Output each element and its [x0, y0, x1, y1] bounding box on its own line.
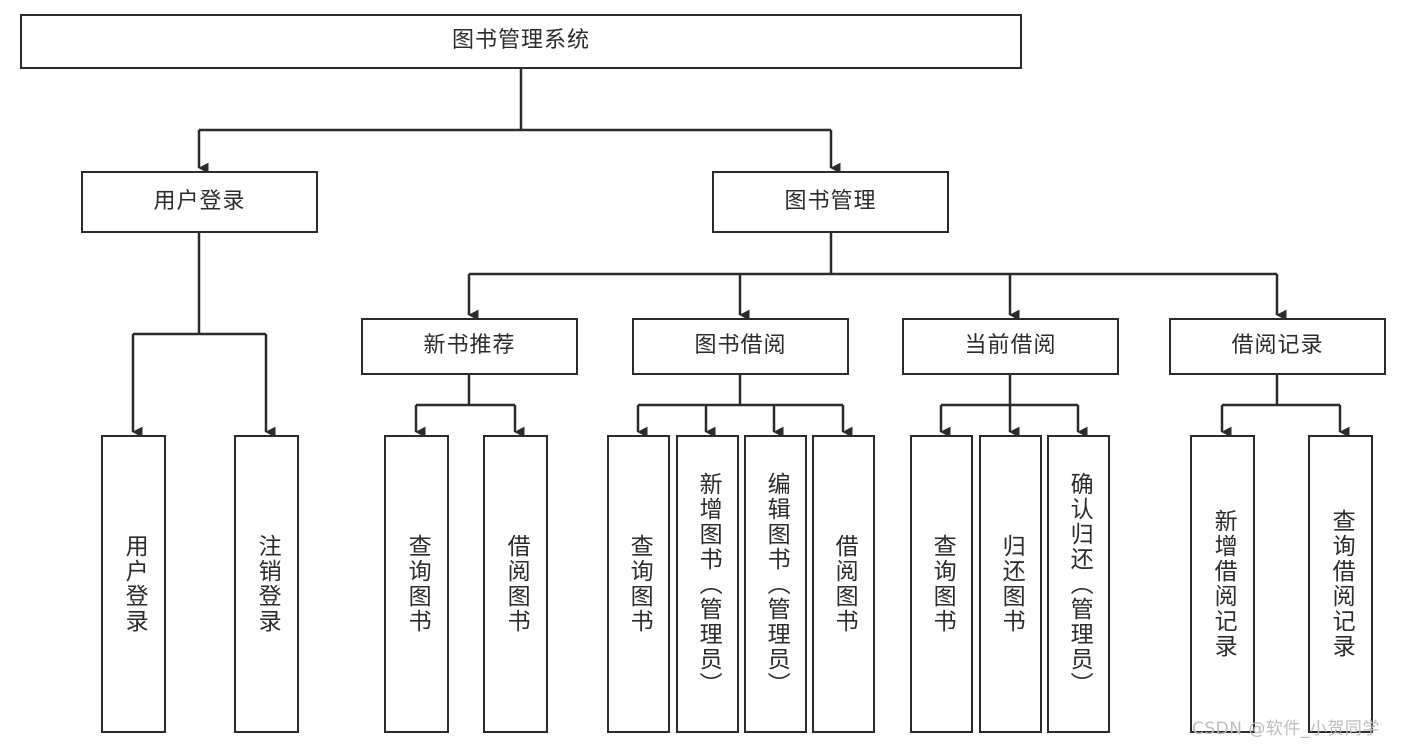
node-leaf-label: 查询图书 [404, 534, 431, 634]
node-leaf-user-login-logout[interactable]: 注销登录 [234, 435, 299, 733]
node-leaf-current-confirm-return-admin[interactable]: 确认归还（管理员） [1047, 435, 1110, 733]
node-leaf-label: 归还图书 [998, 534, 1025, 634]
node-leaf-label: 注销登录 [254, 534, 281, 634]
node-book-borrow[interactable]: 图书借阅 [632, 318, 849, 375]
node-current-borrow-label: 当前借阅 [964, 333, 1057, 359]
node-user-login-label: 用户登录 [153, 188, 246, 214]
node-leaf-label: 查询借阅记录 [1328, 509, 1355, 659]
node-leaf-label: 用户登录 [121, 534, 148, 634]
node-root-label: 图书管理系统 [451, 28, 590, 54]
csdn-watermark: CSDN @软件_小贺同学 [1192, 719, 1380, 739]
node-leaf-record-query-record[interactable]: 查询借阅记录 [1308, 435, 1373, 733]
node-leaf-label: 查询图书 [929, 534, 956, 634]
node-leaf-label: 编辑图书（管理员） [763, 471, 790, 697]
node-leaf-borrow-query-book[interactable]: 查询图书 [607, 435, 670, 733]
node-book-borrow-label: 图书借阅 [694, 333, 787, 359]
node-leaf-current-query-book[interactable]: 查询图书 [910, 435, 973, 733]
node-leaf-borrow-add-book-admin[interactable]: 新增图书（管理员） [676, 435, 739, 733]
node-leaf-new-book-borrow[interactable]: 借阅图书 [483, 435, 548, 733]
node-leaf-label: 查询图书 [626, 534, 653, 634]
node-user-login[interactable]: 用户登录 [81, 171, 318, 233]
node-current-borrow[interactable]: 当前借阅 [902, 318, 1119, 375]
node-leaf-label: 新增借阅记录 [1210, 509, 1237, 659]
node-new-book-recommend[interactable]: 新书推荐 [361, 318, 578, 375]
node-new-book-recommend-label: 新书推荐 [423, 333, 516, 359]
node-borrow-record-label: 借阅记录 [1231, 333, 1324, 359]
node-leaf-label: 确认归还（管理员） [1066, 471, 1093, 697]
node-root-book-management-system[interactable]: 图书管理系统 [20, 14, 1022, 69]
node-book-management[interactable]: 图书管理 [712, 171, 949, 233]
node-leaf-new-book-query[interactable]: 查询图书 [384, 435, 449, 733]
node-leaf-record-add-record[interactable]: 新增借阅记录 [1190, 435, 1255, 733]
node-leaf-label: 新增图书（管理员） [695, 471, 722, 697]
node-book-management-label: 图书管理 [784, 188, 877, 214]
node-leaf-borrow-borrow-book[interactable]: 借阅图书 [812, 435, 875, 733]
node-leaf-current-return-book[interactable]: 归还图书 [979, 435, 1042, 733]
node-leaf-user-login-login[interactable]: 用户登录 [101, 435, 166, 733]
node-leaf-label: 借阅图书 [831, 534, 858, 634]
node-borrow-record[interactable]: 借阅记录 [1169, 318, 1386, 375]
node-leaf-label: 借阅图书 [503, 534, 530, 634]
node-leaf-borrow-edit-book-admin[interactable]: 编辑图书（管理员） [744, 435, 807, 733]
